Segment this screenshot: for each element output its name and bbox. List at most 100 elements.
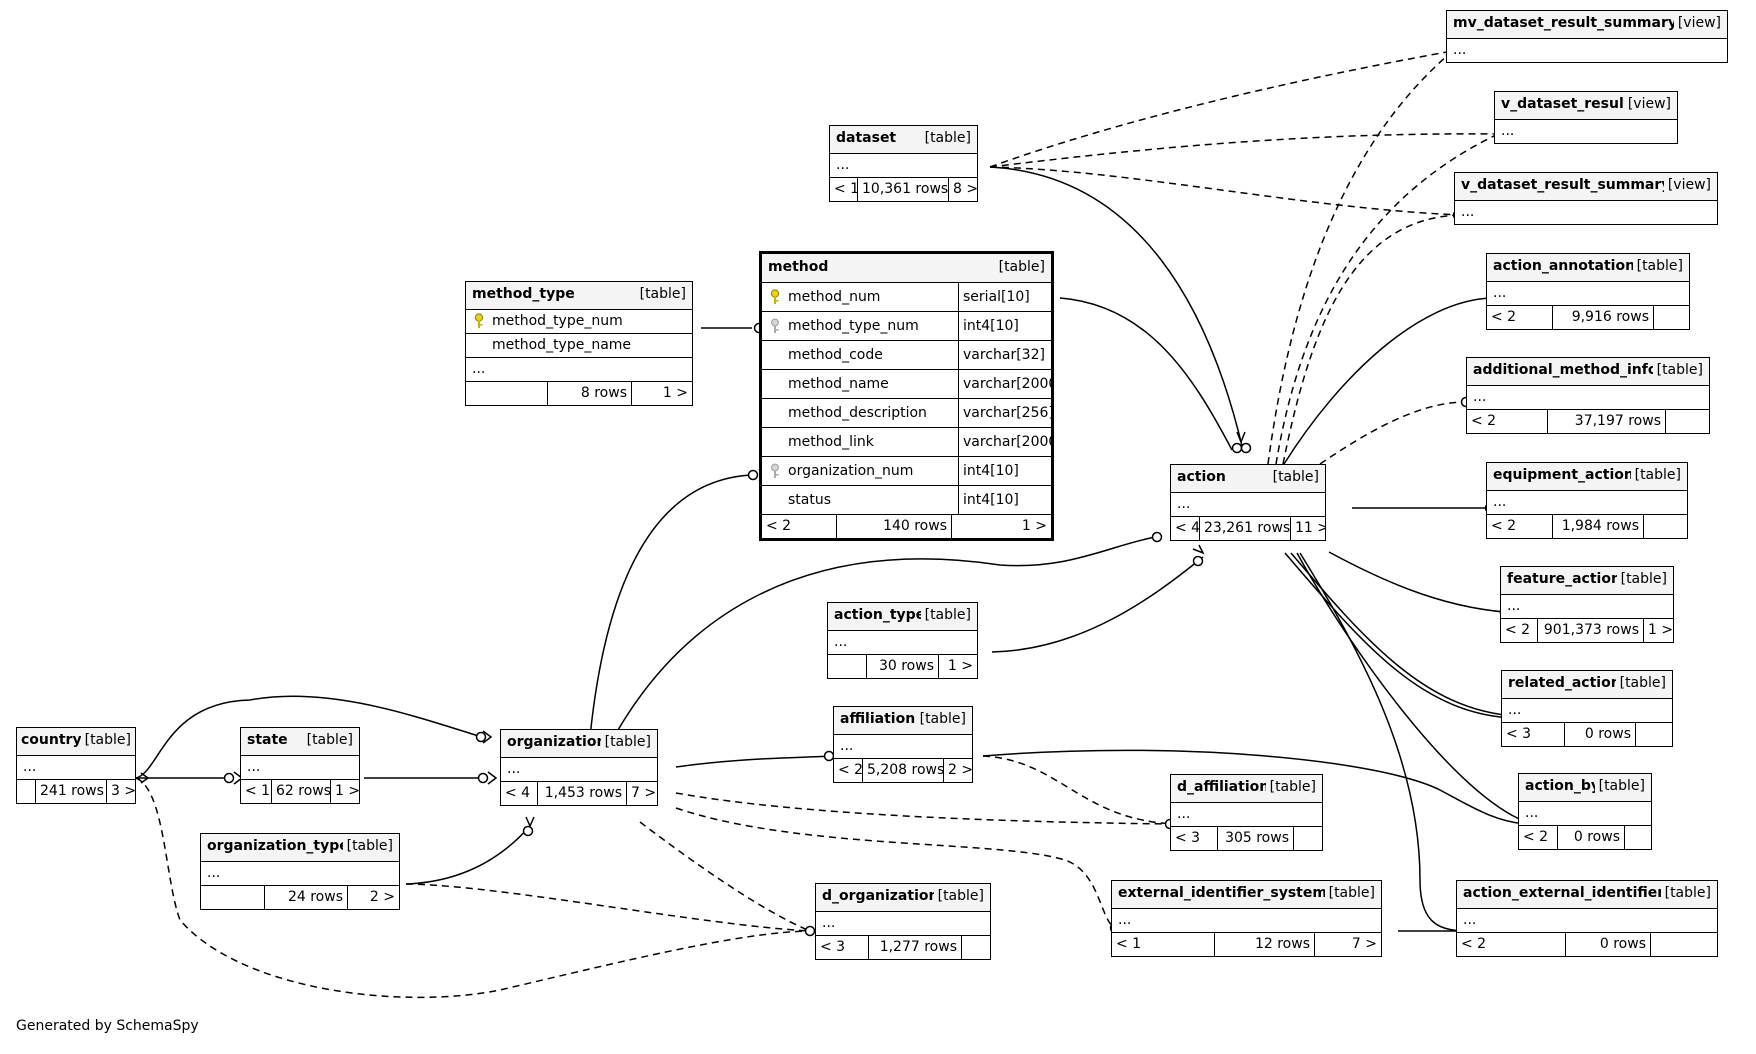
table-action_type[interactable]: action_type [table] ... 30 rows 1 >	[827, 602, 978, 679]
column-name: status	[762, 486, 959, 514]
child-count[interactable]: 8 >	[948, 178, 977, 201]
table-footer: < 2 9,916 rows	[1487, 305, 1689, 329]
table-action_external_identifier[interactable]: action_external_identifier [table] ... <…	[1456, 880, 1718, 957]
table-footer: < 2 0 rows	[1457, 932, 1717, 956]
parent-count[interactable]: < 3	[1506, 726, 1532, 742]
parent-count[interactable]: < 2	[1491, 309, 1517, 325]
table-affiliation[interactable]: affiliation [table] ... < 2 5,208 rows 2…	[833, 706, 973, 783]
child-count[interactable]: 1 >	[938, 655, 977, 678]
child-count[interactable]: 1 >	[951, 515, 1051, 538]
child-count[interactable]	[1293, 827, 1322, 850]
ellipsis: ...	[1493, 494, 1507, 510]
parent-count[interactable]: < 2	[1523, 829, 1549, 845]
child-count[interactable]	[961, 936, 990, 959]
row-count: 62 rows	[271, 780, 330, 803]
child-count[interactable]	[1665, 410, 1709, 433]
parent-count[interactable]: < 1	[834, 181, 857, 197]
child-count[interactable]	[1653, 306, 1689, 329]
table-v_dataset_result[interactable]: v_dataset_result [view] ...	[1494, 91, 1678, 144]
parent-count[interactable]: < 2	[1491, 518, 1517, 534]
row-count: 901,373 rows	[1537, 619, 1643, 642]
row-count: 8 rows	[547, 382, 631, 405]
child-count[interactable]: 2 >	[943, 759, 972, 782]
parent-count[interactable]	[466, 382, 547, 405]
parent-count[interactable]	[201, 886, 264, 909]
parent-count[interactable]: < 2	[1471, 413, 1497, 429]
child-count[interactable]	[1635, 723, 1672, 746]
table-feature_action[interactable]: feature_action [table] ... < 2 901,373 r…	[1500, 566, 1674, 643]
parent-count[interactable]: < 2	[838, 762, 862, 778]
column-row[interactable]: method_name varchar[2000]	[762, 369, 1051, 398]
row-count: 5,208 rows	[862, 759, 943, 782]
table-d_organization[interactable]: d_organization [table] ... < 3 1,277 row…	[815, 883, 991, 960]
parent-count[interactable]: < 2	[1461, 936, 1487, 952]
child-count[interactable]: 1 >	[330, 780, 359, 803]
table-d_affiliation[interactable]: d_affiliation [table] ... < 3 305 rows	[1170, 774, 1323, 851]
child-count[interactable]: 7 >	[626, 782, 657, 805]
parent-count[interactable]: < 2	[766, 518, 792, 534]
table-method_type[interactable]: method_type [table] method_type_num meth…	[465, 281, 693, 406]
column-row[interactable]: method_type_num int4[10]	[762, 311, 1051, 340]
table-equipment_action[interactable]: equipment_action [table] ... < 2 1,984 r…	[1486, 462, 1688, 539]
ellipsis: ...	[1508, 702, 1522, 718]
column-type: int4[10]	[963, 318, 1019, 334]
table-action_annotation[interactable]: action_annotation [table] ... < 2 9,916 …	[1486, 253, 1690, 330]
columns-ellipsis: ...	[501, 757, 657, 781]
table-name: method_type	[472, 286, 575, 302]
table-external_identifier_system[interactable]: external_identifier_system [table] ... <…	[1111, 880, 1382, 957]
parent-count[interactable]: < 3	[820, 939, 846, 955]
column-row[interactable]: method_link varchar[2000]	[762, 427, 1051, 456]
parent-count[interactable]: < 1	[245, 783, 271, 799]
table-name: v_dataset_result_summary	[1461, 177, 1664, 193]
table-type: [table]	[998, 259, 1045, 275]
child-count[interactable]	[1624, 826, 1651, 849]
table-country[interactable]: country [table] ... 241 rows 3 >	[16, 727, 136, 804]
column-row[interactable]: method_code varchar[32]	[762, 340, 1051, 369]
child-count[interactable]: 1 >	[631, 382, 692, 405]
link-organization-d_organization	[639, 821, 811, 932]
column-row[interactable]: organization_num int4[10]	[762, 456, 1051, 485]
child-count[interactable]: 11 >	[1290, 517, 1325, 540]
link-dataset-action	[989, 166, 1244, 451]
column-row[interactable]: method_num serial[10]	[762, 282, 1051, 311]
table-action_by[interactable]: action_by [table] ... < 2 0 rows	[1518, 773, 1652, 850]
table-state[interactable]: state [table] ... < 1 62 rows 1 >	[240, 727, 360, 804]
parent-count[interactable]: < 2	[1505, 622, 1531, 638]
child-count[interactable]: 3 >	[106, 780, 135, 803]
parent-count[interactable]: < 1	[1116, 936, 1142, 952]
link-action-action_annotation	[1283, 297, 1493, 465]
column-row[interactable]: method_type_name	[466, 333, 692, 357]
child-count[interactable]	[1643, 515, 1687, 538]
parent-count[interactable]	[828, 655, 866, 678]
table-action[interactable]: action [table] ... < 4 23,261 rows 11 >	[1170, 464, 1326, 541]
table-header: d_organization [table]	[816, 884, 990, 911]
table-footer: 8 rows 1 >	[466, 381, 692, 405]
ellipsis: ...	[247, 759, 261, 775]
child-count[interactable]: 2 >	[347, 886, 399, 909]
parent-count[interactable]	[17, 780, 35, 803]
row-count: 1,984 rows	[1552, 515, 1643, 538]
row-count: 1,277 rows	[868, 936, 961, 959]
table-dataset[interactable]: dataset [table] ... < 1 10,361 rows 8 >	[829, 125, 978, 202]
column-row[interactable]: method_type_num	[466, 309, 692, 333]
column-type: varchar[2000]	[963, 434, 1051, 450]
child-count[interactable]: 7 >	[1314, 933, 1381, 956]
table-method[interactable]: method [table] method_num serial[10] met…	[759, 251, 1054, 541]
parent-count[interactable]: < 4	[505, 785, 531, 801]
table-header: organization [table]	[501, 730, 657, 757]
child-count[interactable]	[1650, 933, 1717, 956]
table-mv_dataset_result_summary[interactable]: mv_dataset_result_summary [view] ...	[1446, 10, 1728, 63]
parent-count[interactable]: < 3	[1175, 830, 1201, 846]
parent-count[interactable]: < 4	[1175, 520, 1199, 536]
row-count: 37,197 rows	[1547, 410, 1665, 433]
table-organization_type[interactable]: organization_type [table] ... 24 rows 2 …	[200, 833, 400, 910]
child-count[interactable]: 1 >	[1643, 619, 1673, 642]
link-affiliation-d_affiliation	[982, 755, 1176, 825]
table-v_dataset_result_summary[interactable]: v_dataset_result_summary [view] ...	[1454, 172, 1718, 225]
table-organization[interactable]: organization [table] ... < 4 1,453 rows …	[500, 729, 658, 806]
table-related_action[interactable]: related_action [table] ... < 3 0 rows	[1501, 670, 1673, 747]
table-additional_method_info[interactable]: additional_method_info [table] ... < 2 3…	[1466, 357, 1710, 434]
column-row[interactable]: status int4[10]	[762, 485, 1051, 514]
column-row[interactable]: method_description varchar[256]	[762, 398, 1051, 427]
